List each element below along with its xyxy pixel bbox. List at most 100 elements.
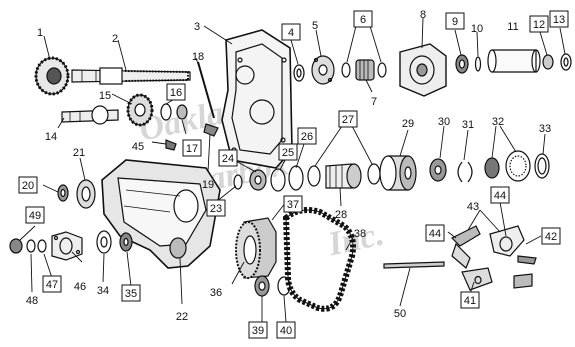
callout-box — [529, 15, 549, 33]
callout-c11: 11 — [507, 21, 518, 33]
part-5-pump — [311, 55, 335, 85]
part-32-sleeve — [484, 150, 531, 182]
callout-number: 31 — [462, 119, 474, 131]
callout-c27: 27 — [338, 110, 358, 128]
callout-number: 24 — [222, 153, 234, 165]
leader-lines — [19, 17, 566, 323]
callout-c5: 5 — [312, 20, 318, 32]
part-12-bushing — [542, 54, 554, 70]
callout-c29: 29 — [402, 118, 414, 130]
part-11-tube — [487, 49, 541, 73]
callout-number: 16 — [170, 87, 182, 99]
callout-box — [276, 321, 296, 339]
callout-c35: 35 — [121, 284, 141, 302]
callout-c44b: 44 — [490, 186, 510, 204]
callout-number: 18 — [192, 51, 204, 63]
callout-c49: 49 — [25, 206, 45, 224]
callout-c8: 8 — [420, 9, 426, 21]
callout-c1: 1 — [37, 27, 43, 39]
part-41-44-shift-fork-assembly — [450, 225, 537, 291]
callout-box — [549, 10, 569, 28]
part-47-seal — [37, 239, 47, 253]
callout-c13: 13 — [549, 10, 569, 28]
part-18-shift-rail — [197, 61, 219, 137]
callout-number: 10 — [471, 23, 483, 35]
callout-number: 45 — [132, 141, 144, 153]
callout-c44a: 44 — [425, 224, 445, 242]
part-14-output-shaft — [61, 105, 119, 125]
callout-box — [490, 186, 510, 204]
callout-c50: 50 — [394, 308, 406, 320]
callout-c40: 40 — [276, 321, 296, 339]
callout-number: 30 — [438, 116, 450, 128]
part-39-bearing — [254, 275, 270, 297]
callout-c10: 10 — [471, 23, 483, 35]
part-46-yoke — [51, 231, 83, 261]
callout-number: 22 — [176, 311, 188, 323]
callout-number: 21 — [73, 147, 85, 159]
callout-box — [541, 227, 561, 245]
callout-number: 9 — [452, 16, 458, 28]
callout-box — [297, 127, 317, 145]
part-3-front-case — [221, 29, 293, 169]
part-26-ring — [288, 165, 304, 191]
part-20-seal — [57, 184, 69, 202]
part-45-bolt — [165, 139, 177, 151]
callout-c3: 3 — [194, 21, 200, 33]
callout-number: 44 — [494, 190, 506, 202]
part-24-bearing — [249, 169, 267, 191]
callout-number: 42 — [545, 231, 557, 243]
callout-number: 1 — [37, 27, 43, 39]
callout-number: 5 — [312, 20, 318, 32]
part-40-snap-ring — [277, 276, 291, 296]
callout-number: 27 — [342, 114, 354, 126]
callout-number: 2 — [112, 33, 118, 45]
callout-c24: 24 — [218, 149, 238, 167]
callout-c17: 17 — [182, 139, 202, 157]
callout-number: 48 — [26, 295, 38, 307]
part-34-ring — [96, 230, 112, 254]
callout-number: 33 — [539, 123, 551, 135]
callout-c31: 31 — [462, 119, 474, 131]
part-33-ring — [534, 153, 550, 179]
callout-number: 14 — [45, 131, 57, 143]
callout-c30: 30 — [438, 116, 450, 128]
part-21-ring — [76, 179, 96, 209]
part-2-mainshaft — [71, 67, 191, 85]
callout-number: 41 — [464, 295, 476, 307]
callout-box — [206, 199, 226, 217]
callout-c20: 20 — [18, 176, 38, 194]
callout-number: 25 — [282, 147, 294, 159]
callout-number: 12 — [533, 19, 545, 31]
part-10-ring — [474, 56, 482, 72]
callout-number: 38 — [354, 228, 366, 240]
part-29-clutch-drum — [379, 155, 417, 191]
callout-number: 7 — [371, 96, 377, 108]
callout-number: 8 — [420, 9, 426, 21]
callout-box — [425, 224, 445, 242]
callout-c33: 33 — [539, 123, 551, 135]
part-38-drive-chain — [282, 207, 356, 312]
callout-number: 15 — [99, 90, 111, 102]
callout-number: 46 — [74, 281, 86, 293]
callout-c34: 34 — [97, 285, 109, 297]
part-49-nut — [9, 238, 23, 254]
part-36-37-driven-sprocket — [235, 217, 277, 279]
callout-box — [445, 12, 465, 30]
part-15-gear — [126, 93, 154, 127]
part-1-input-gear — [34, 56, 70, 96]
callout-c46: 46 — [74, 281, 86, 293]
callout-c37: 37 — [283, 195, 303, 213]
part-6-7-bearing-set — [341, 59, 387, 81]
callout-c42: 42 — [541, 227, 561, 245]
callout-c9: 9 — [445, 12, 465, 30]
callout-number: 50 — [394, 308, 406, 320]
callout-c21: 21 — [73, 147, 85, 159]
callout-number: 11 — [507, 21, 518, 33]
callout-number: 43 — [467, 201, 479, 213]
callout-c43: 43 — [467, 201, 479, 213]
callout-c16: 16 — [166, 83, 186, 101]
callout-c19: 19 — [202, 179, 214, 191]
callout-c2: 2 — [112, 33, 118, 45]
